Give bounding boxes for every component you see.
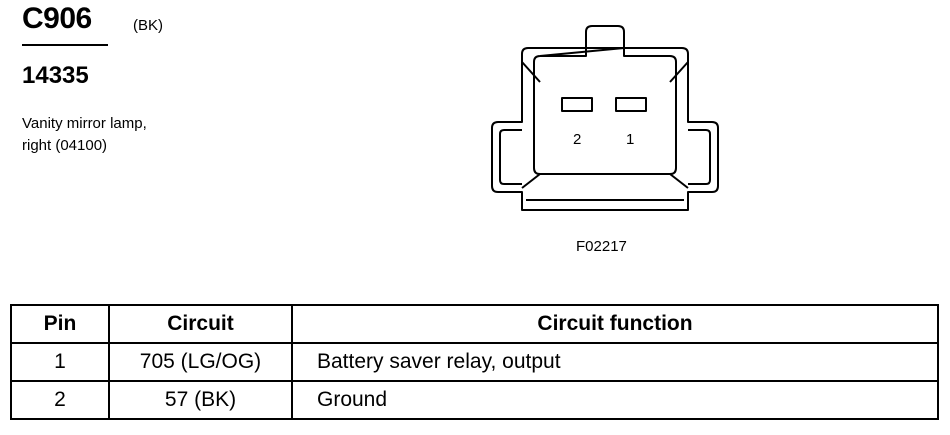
connector-face-diagram [491,25,719,211]
connector-color-code: (BK) [133,17,163,34]
connector-chamfer-bottom-left [521,173,541,189]
connector-latch-right [688,129,711,185]
connector-chamfer-bottom-right [669,173,689,189]
part-number: 14335 [22,62,89,89]
pin-cavity-2 [561,97,593,112]
cell-pin: 1 [10,342,110,382]
table-header-row: Pin Circuit Circuit function [10,304,939,344]
cell-circuit-function: Battery saver relay, output [291,342,939,382]
pin-label-2: 2 [573,131,582,148]
connector-id: C906 [22,2,92,35]
pin-cavity-1 [615,97,647,112]
cell-pin: 2 [10,380,110,420]
connector-chamfer-top-right [669,61,689,83]
header-circuit-function: Circuit function [291,304,939,344]
cell-circuit-function: Ground [291,380,939,420]
title-underline [22,44,108,46]
cell-circuit: 57 (BK) [108,380,293,420]
figure-id: F02217 [576,238,627,255]
connector-latch-left [499,129,522,185]
connector-description-line-1: Vanity mirror lamp, [22,115,147,132]
connector-chamfer-top-left [521,61,541,83]
connector-description-line-2: right (04100) [22,137,108,154]
pinout-table: Pin Circuit Circuit function 1 705 (LG/O… [10,304,939,420]
table-row: 2 57 (BK) Ground [10,380,939,420]
table-row: 1 705 (LG/OG) Battery saver relay, outpu… [10,342,939,382]
connector-lock-tab [585,25,625,48]
connector-housing-outer [491,47,719,211]
header-circuit: Circuit [108,304,293,344]
connector-inner-face [533,47,677,175]
cell-circuit: 705 (LG/OG) [108,342,293,382]
pin-label-1: 1 [626,131,635,148]
header-pin: Pin [10,304,110,344]
